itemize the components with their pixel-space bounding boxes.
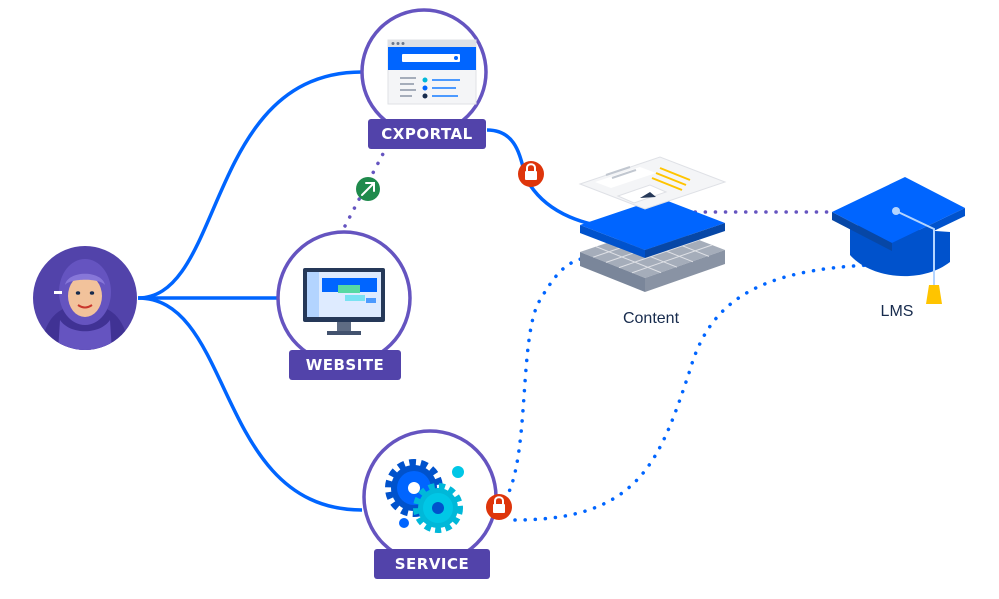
- browser-window-icon: [387, 39, 477, 105]
- gears-icon: [385, 459, 464, 533]
- connector-user-portal: [137, 70, 363, 300]
- connector-service-lms: [513, 263, 872, 522]
- service-label: SERVICE: [374, 549, 490, 579]
- connectors-dotted: [343, 148, 872, 522]
- user-avatar: [33, 246, 137, 350]
- lock-badge-portal: [518, 161, 544, 187]
- connector-website-portal: [343, 148, 387, 228]
- portal-label: CXPORTAL: [368, 119, 486, 149]
- lms-caption: LMS: [880, 303, 914, 320]
- monitor-icon: [303, 268, 385, 335]
- content-layers-icon: [578, 156, 727, 292]
- lock-badge-service: [486, 494, 512, 520]
- website-label: WEBSITE: [289, 350, 401, 380]
- content-caption: Content: [622, 310, 680, 327]
- blue-layer: [580, 198, 725, 258]
- link-badge: [356, 177, 380, 201]
- portal-node[interactable]: [360, 8, 488, 136]
- page-layer: [578, 156, 727, 210]
- graduation-cap-icon: [832, 177, 965, 304]
- website-node[interactable]: [276, 230, 412, 366]
- service-node[interactable]: [362, 429, 498, 565]
- connector-user-service: [137, 296, 363, 512]
- connector-service-content: [488, 256, 587, 514]
